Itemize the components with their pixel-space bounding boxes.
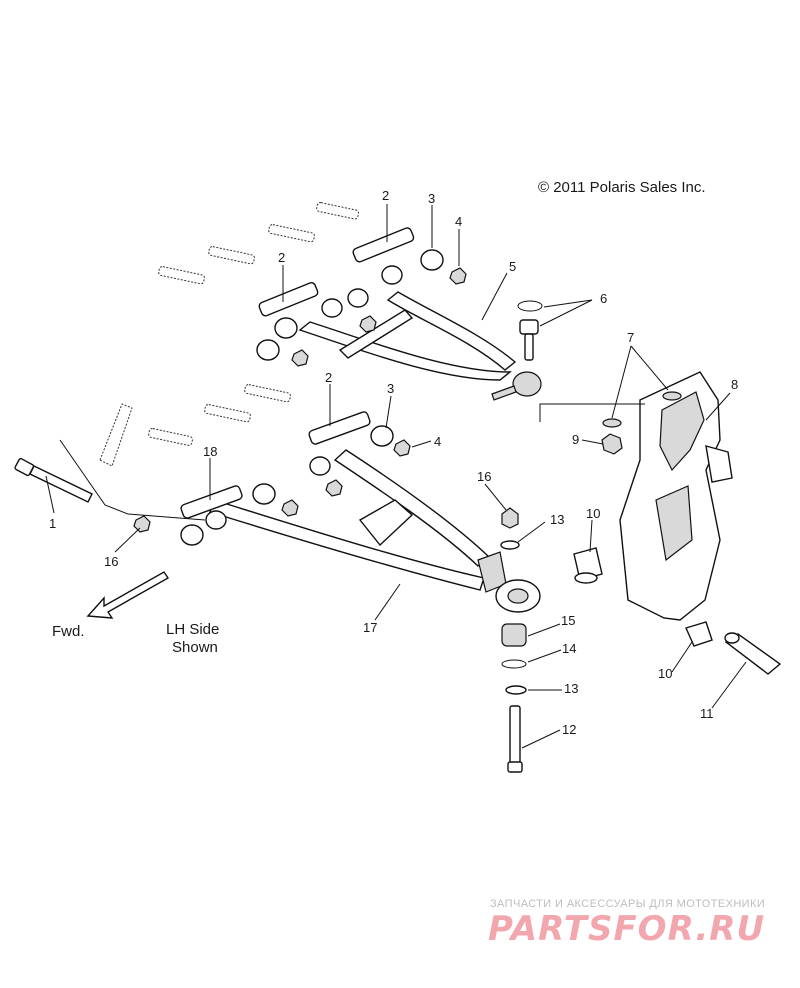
- leader-lines: [45, 204, 747, 749]
- callout-10: 10: [586, 506, 600, 521]
- callout-5: 5: [509, 259, 516, 274]
- loose-bolts-upper: [158, 202, 360, 285]
- callout-14: 14: [562, 641, 576, 656]
- lower-bushings: [133, 425, 411, 546]
- watermark-brand: PARTSFOR.RU: [488, 909, 765, 949]
- upper-a-arm[interactable]: [298, 291, 542, 401]
- lower-pivot-shafts: [180, 411, 371, 519]
- callout-15: 15: [561, 613, 575, 628]
- callout-6: 6: [600, 291, 607, 306]
- callout-8: 8: [731, 377, 738, 392]
- callout-1: 1: [49, 516, 56, 531]
- callout-2: 2: [325, 370, 332, 385]
- callout-13: 13: [564, 681, 578, 696]
- callout-12: 12: [562, 722, 576, 737]
- watermark-subtitle: ЗАПЧАСТИ И АКСЕССУАРЫ ДЛЯ МОТОТЕХНИКИ: [490, 898, 765, 910]
- callout-7: 7: [627, 330, 634, 345]
- copyright-text: © 2011 Polaris Sales Inc.: [538, 179, 706, 196]
- callout-10: 10: [658, 666, 672, 681]
- callout-3: 3: [387, 381, 394, 396]
- upper-pivot-shafts: [258, 227, 415, 317]
- knuckle-hardware: [601, 391, 682, 455]
- callout-4: 4: [455, 214, 462, 229]
- callout-2: 2: [278, 250, 285, 265]
- steering-knuckle[interactable]: [619, 371, 733, 621]
- forward-arrow-icon: [86, 571, 169, 619]
- callout-16: 16: [104, 554, 118, 569]
- lower-a-arm[interactable]: [209, 449, 541, 613]
- forward-label: Fwd.: [52, 623, 85, 640]
- callout-13: 13: [550, 512, 564, 527]
- callout-labels: 2 3 4 5 6 2 7 8 9 2 3 4 18 1 16 16 13 10…: [49, 188, 738, 737]
- loose-bolts-lower: [99, 384, 291, 467]
- ball-joint: [517, 300, 543, 361]
- callout-16: 16: [477, 469, 491, 484]
- callout-3: 3: [428, 191, 435, 206]
- long-bolt: [14, 458, 93, 503]
- side-note-line1: LH Side: [166, 621, 219, 638]
- callout-2: 2: [382, 188, 389, 203]
- knuckle-bushings: [573, 547, 782, 675]
- lower-ball-joint-stack: [500, 507, 527, 773]
- callout-4: 4: [434, 434, 441, 449]
- side-note-line2: Shown: [172, 639, 218, 656]
- upper-bushings: [256, 249, 467, 367]
- callout-17: 17: [363, 620, 377, 635]
- callout-18: 18: [203, 444, 217, 459]
- callout-11: 11: [700, 706, 714, 721]
- callout-9: 9: [572, 432, 579, 447]
